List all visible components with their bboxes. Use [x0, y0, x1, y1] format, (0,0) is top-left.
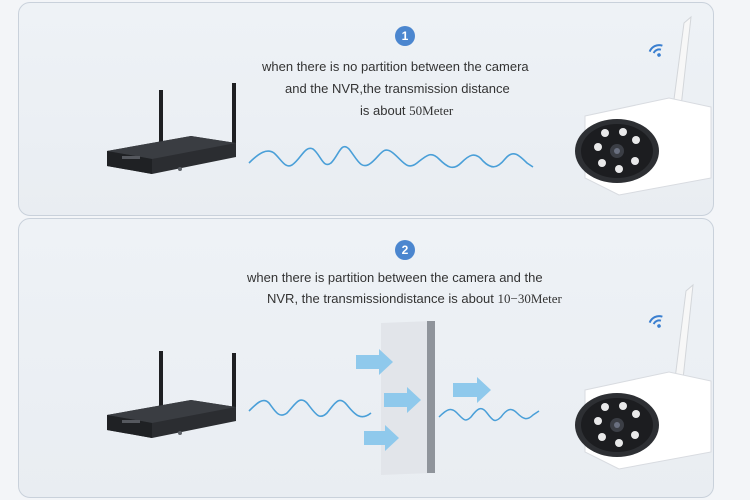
caption-2-line-2: NVR, the transmissiondistance is about 1…: [267, 288, 562, 310]
scenario-panel-2: 2 when there is partition between the ca…: [18, 218, 714, 498]
wifi-signal-icon: [648, 44, 663, 57]
signal-wave-1: [248, 145, 534, 169]
distance-value-2: 10−30Meter: [497, 291, 562, 306]
distance-value-1: 50Meter: [409, 103, 454, 118]
ip-camera-icon: [575, 283, 712, 470]
nvr-recorder-icon: [107, 351, 236, 438]
caption-1-line-3: is about 50Meter: [360, 100, 453, 122]
signal-wave-2-in: [248, 399, 372, 418]
wifi-signal-icon: [648, 315, 663, 328]
scenario-1-illustration: [107, 15, 712, 196]
step-badge-2: 2: [395, 240, 415, 260]
nvr-recorder-icon: [107, 83, 236, 174]
caption-2-line-1: when there is partition between the came…: [247, 270, 543, 285]
caption-1-text: is about: [360, 103, 410, 118]
signal-wave-2-out: [438, 407, 540, 422]
ip-camera-icon: [575, 15, 712, 196]
scenario-2-illustration: [107, 283, 712, 475]
signal-arrow-icon: [356, 349, 491, 451]
caption-2-text: NVR, the transmissiondistance is about: [267, 291, 498, 306]
caption-1-line-2: and the NVR,the transmission distance: [285, 81, 510, 96]
step-badge-1: 1: [395, 26, 415, 46]
caption-1-line-1: when there is no partition between the c…: [262, 59, 529, 74]
scenario-panel-1: 1 when there is no partition between the…: [18, 2, 714, 216]
